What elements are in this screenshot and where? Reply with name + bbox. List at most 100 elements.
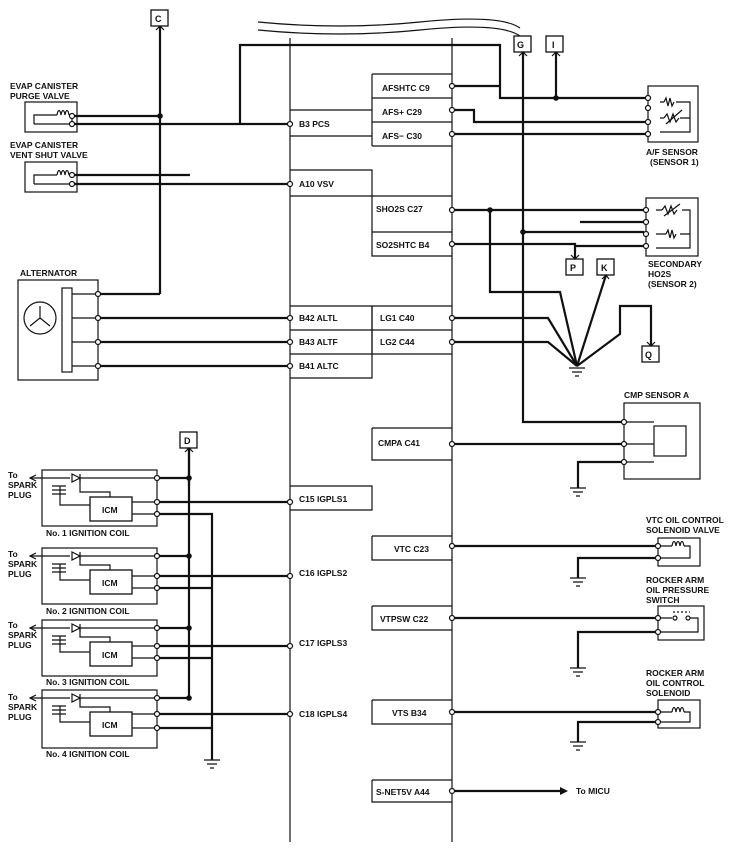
ignition-coil-3: To SPARK PLUG ICM No. 3 IGNITION COIL xyxy=(8,619,161,687)
ground-icon xyxy=(570,577,586,587)
ground-icon xyxy=(570,667,586,677)
svg-text:D: D xyxy=(184,436,191,446)
svg-text:ROCKER ARM: ROCKER ARM xyxy=(646,668,704,678)
svg-text:C: C xyxy=(155,14,162,24)
svg-text:OIL CONTROL: OIL CONTROL xyxy=(646,678,704,688)
ground-icon xyxy=(570,741,586,751)
svg-text:SWITCH: SWITCH xyxy=(646,595,680,605)
pin-label: LG2 C44 xyxy=(380,337,415,347)
connector-k: K xyxy=(596,258,615,276)
svg-text:To: To xyxy=(8,692,18,702)
pin-label: C15 IGPLS1 xyxy=(299,494,347,504)
connector-d: D xyxy=(179,431,198,449)
svg-text:P: P xyxy=(570,263,576,273)
rocker-arm-oil-control-solenoid: ROCKER ARM OIL CONTROL SOLENOID xyxy=(646,668,704,729)
svg-text:ICM: ICM xyxy=(102,720,118,730)
svg-text:ICM: ICM xyxy=(102,650,118,660)
ignition-coil-2: To SPARK PLUG ICM No. 2 IGNITION COIL xyxy=(8,547,161,616)
svg-text:No. 3 IGNITION COIL: No. 3 IGNITION COIL xyxy=(46,677,130,687)
heater-resistor-icon xyxy=(663,96,675,108)
svg-text:I: I xyxy=(552,40,555,50)
svg-text:PLUG: PLUG xyxy=(8,640,32,650)
heater-resistor-icon xyxy=(665,228,677,240)
svg-text:PURGE VALVE: PURGE VALVE xyxy=(10,91,70,101)
svg-text:No. 2 IGNITION COIL: No. 2 IGNITION COIL xyxy=(46,606,130,616)
ecm-left-pin-labels: B3 PCS A10 VSV B42 ALTL B43 ALTF B41 ALT… xyxy=(299,119,347,719)
svg-text:SPARK: SPARK xyxy=(8,702,38,712)
alternator: ALTERNATOR xyxy=(17,268,102,381)
pin-label: C17 IGPLS3 xyxy=(299,638,347,648)
right-wires xyxy=(238,43,656,795)
pin-label: C18 IGPLS4 xyxy=(299,709,347,719)
ecm-block xyxy=(257,18,521,842)
evap-vent-shut-valve: EVAP CANISTER VENT SHUT VALVE xyxy=(10,140,88,193)
pin-label: AFS+ C29 xyxy=(382,107,422,117)
pin-label: A10 VSV xyxy=(299,179,334,189)
connector-g: G xyxy=(513,35,532,53)
ground-icon xyxy=(204,759,220,769)
rocker-arm-oil-pressure-switch: ROCKER ARM OIL PRESSURE SWITCH xyxy=(646,575,709,641)
pin-label: B42 ALTL xyxy=(299,313,338,323)
svg-text:CMP SENSOR A: CMP SENSOR A xyxy=(624,390,689,400)
svg-text:(SENSOR 1): (SENSOR 1) xyxy=(650,157,699,167)
svg-text:A/F SENSOR: A/F SENSOR xyxy=(646,147,698,157)
svg-text:No. 1 IGNITION COIL: No. 1 IGNITION COIL xyxy=(46,528,130,538)
svg-text:OIL PRESSURE: OIL PRESSURE xyxy=(646,585,709,595)
secondary-ho2s: SECONDARY HO2S (SENSOR 2) xyxy=(642,197,702,289)
svg-text:ALTERNATOR: ALTERNATOR xyxy=(20,268,77,278)
pin-label: VTC C23 xyxy=(394,544,429,554)
svg-text:SECONDARY: SECONDARY xyxy=(648,259,702,269)
svg-text:SOLENOID: SOLENOID xyxy=(646,688,690,698)
svg-text:VENT SHUT VALVE: VENT SHUT VALVE xyxy=(10,150,88,160)
pin-label: C16 IGPLS2 xyxy=(299,568,347,578)
pin-label: B43 ALTF xyxy=(299,337,338,347)
connector-p: P xyxy=(565,258,584,276)
svg-text:Q: Q xyxy=(645,350,652,360)
svg-text:PLUG: PLUG xyxy=(8,569,32,579)
left-wires xyxy=(74,25,290,486)
ecm-pin-terminals xyxy=(286,82,456,795)
cmp-sensor-a: CMP SENSOR A xyxy=(620,390,701,480)
solenoid-coil-icon xyxy=(56,109,70,116)
ignition-wires xyxy=(159,448,290,769)
pin-label: VTPSW C22 xyxy=(380,614,428,624)
to-micu-label: To MICU xyxy=(576,786,610,796)
arrow-right-icon xyxy=(560,787,568,795)
pin-label: AFSHTC C9 xyxy=(382,83,430,93)
alternator-symbol-icon xyxy=(23,301,57,335)
ignition-coil-4: To SPARK PLUG ICM No. 4 IGNITION COIL xyxy=(8,689,161,759)
switch-contact-icon xyxy=(672,615,678,621)
svg-text:ROCKER ARM: ROCKER ARM xyxy=(646,575,704,585)
svg-text:G: G xyxy=(517,40,524,50)
svg-text:SPARK: SPARK xyxy=(8,559,38,569)
svg-text:No. 4 IGNITION COIL: No. 4 IGNITION COIL xyxy=(46,749,130,759)
svg-text:PLUG: PLUG xyxy=(8,490,32,500)
sensor-element-icon xyxy=(653,425,687,457)
ecm-right-pin-labels: AFSHTC C9 AFS+ C29 AFS− C30 SHO2S C27 SO… xyxy=(376,83,430,797)
svg-text:ICM: ICM xyxy=(102,505,118,515)
evap-purge-valve: EVAP CANISTER PURGE VALVE xyxy=(10,81,78,133)
pin-label: LG1 C40 xyxy=(380,313,415,323)
ground-icon xyxy=(569,367,585,377)
solenoid-coil-icon xyxy=(56,169,70,176)
svg-text:To: To xyxy=(8,470,18,480)
connector-i: I xyxy=(545,35,564,53)
pin-label: SHO2S C27 xyxy=(376,204,423,214)
svg-text:EVAP CANISTER: EVAP CANISTER xyxy=(10,140,78,150)
svg-text:To: To xyxy=(8,549,18,559)
pin-label: SO2SHTC B4 xyxy=(376,240,430,250)
svg-text:EVAP CANISTER: EVAP CANISTER xyxy=(10,81,78,91)
pin-label: S-NET5V A44 xyxy=(376,787,430,797)
ground-icon xyxy=(570,487,586,497)
svg-text:SPARK: SPARK xyxy=(8,480,38,490)
sensor-element-icon xyxy=(661,204,678,216)
pin-label: VTS B34 xyxy=(392,708,427,718)
solenoid-coil-icon xyxy=(671,706,685,713)
connector-q: Q xyxy=(641,345,660,363)
svg-text:VTC OIL CONTROL: VTC OIL CONTROL xyxy=(646,515,724,525)
svg-text:K: K xyxy=(601,263,608,273)
svg-text:HO2S: HO2S xyxy=(648,269,671,279)
solenoid-coil-icon xyxy=(671,540,685,547)
ignition-coil-1: To SPARK PLUG ICM No. 1 IGNITION COIL xyxy=(8,469,161,538)
